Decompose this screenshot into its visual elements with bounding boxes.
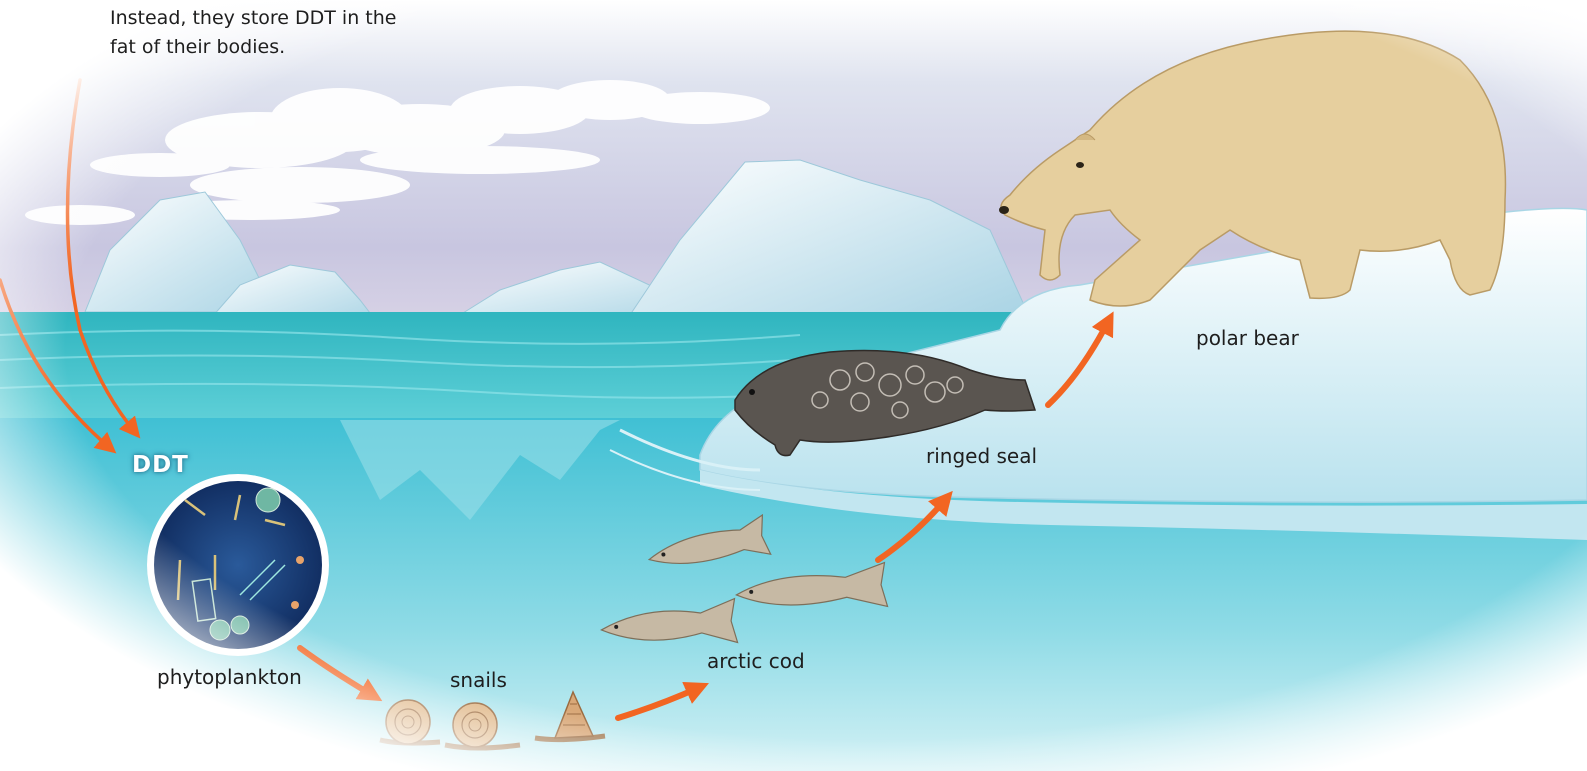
label-ringed-seal: ringed seal bbox=[926, 444, 1037, 468]
caption-line-2: fat of their bodies. bbox=[110, 33, 440, 62]
label-snails: snails bbox=[450, 668, 507, 692]
label-arctic-cod: arctic cod bbox=[707, 649, 805, 673]
ddt-label: DDT bbox=[132, 452, 189, 478]
caption-line-1: Instead, they store DDT in the bbox=[110, 4, 440, 33]
label-polar-bear: polar bear bbox=[1196, 326, 1299, 350]
label-phytoplankton: phytoplankton bbox=[157, 665, 302, 689]
caption-text: Instead, they store DDT in the fat of th… bbox=[110, 4, 440, 62]
